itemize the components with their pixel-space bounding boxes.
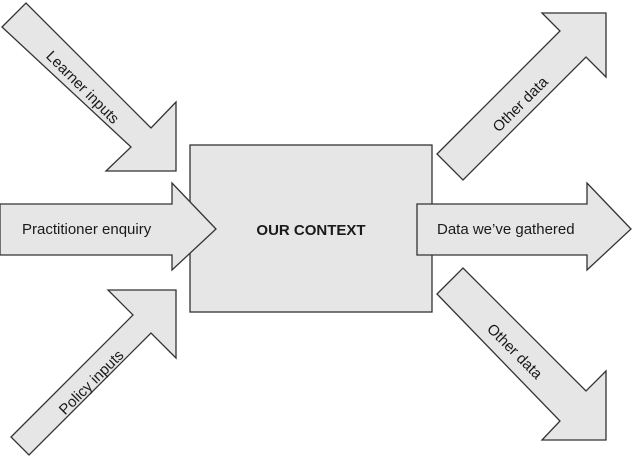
context-box bbox=[189, 144, 433, 313]
other-data-top-arrow bbox=[436, 12, 607, 181]
data-gathered-label: Data we’ve gathered bbox=[437, 221, 575, 238]
other-data-bottom-arrow bbox=[436, 267, 607, 441]
practitioner-enquiry-arrow bbox=[0, 181, 217, 272]
context-label: OUR CONTEXT bbox=[256, 222, 365, 239]
policy-inputs-arrow bbox=[10, 289, 177, 456]
practitioner-enquiry-label: Practitioner enquiry bbox=[22, 221, 152, 238]
data-gathered-arrow bbox=[416, 181, 632, 272]
learner-inputs-arrow bbox=[1, 2, 177, 172]
